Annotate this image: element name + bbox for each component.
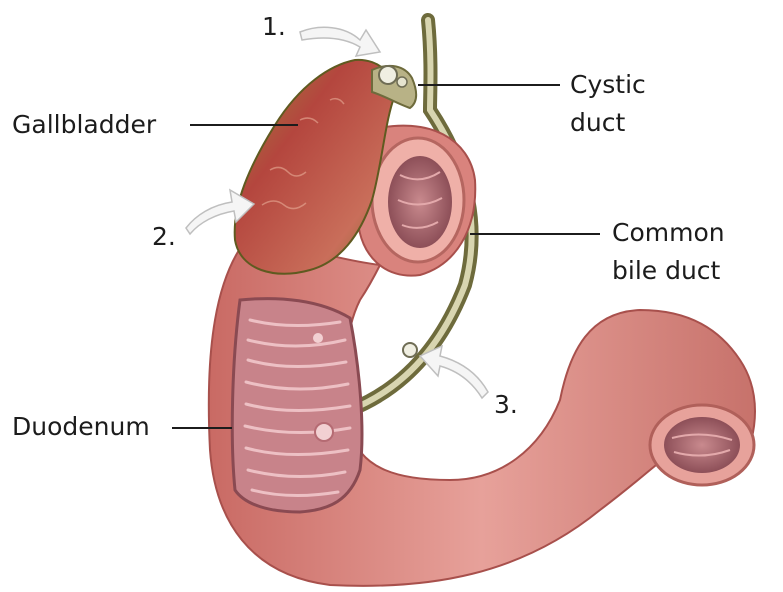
common-bile-duct-label-line2: bile duct xyxy=(612,254,720,288)
gallbladder-label: Gallbladder xyxy=(12,108,156,142)
gallstone-1 xyxy=(379,66,397,84)
common-bile-duct-label-line1: Common xyxy=(612,216,725,250)
marker-1-label: 1. xyxy=(262,12,286,41)
marker-2-label: 2. xyxy=(152,222,176,251)
duodenum-label: Duodenum xyxy=(12,410,150,444)
gallstone-3 xyxy=(403,343,417,357)
cystic-duct-label-line1: Cystic xyxy=(570,68,646,102)
cystic-duct-label-line2: duct xyxy=(570,106,625,140)
marker-3-label: 3. xyxy=(494,390,518,419)
marker-arrow-1 xyxy=(300,27,380,56)
marker-arrow-3 xyxy=(420,346,488,398)
